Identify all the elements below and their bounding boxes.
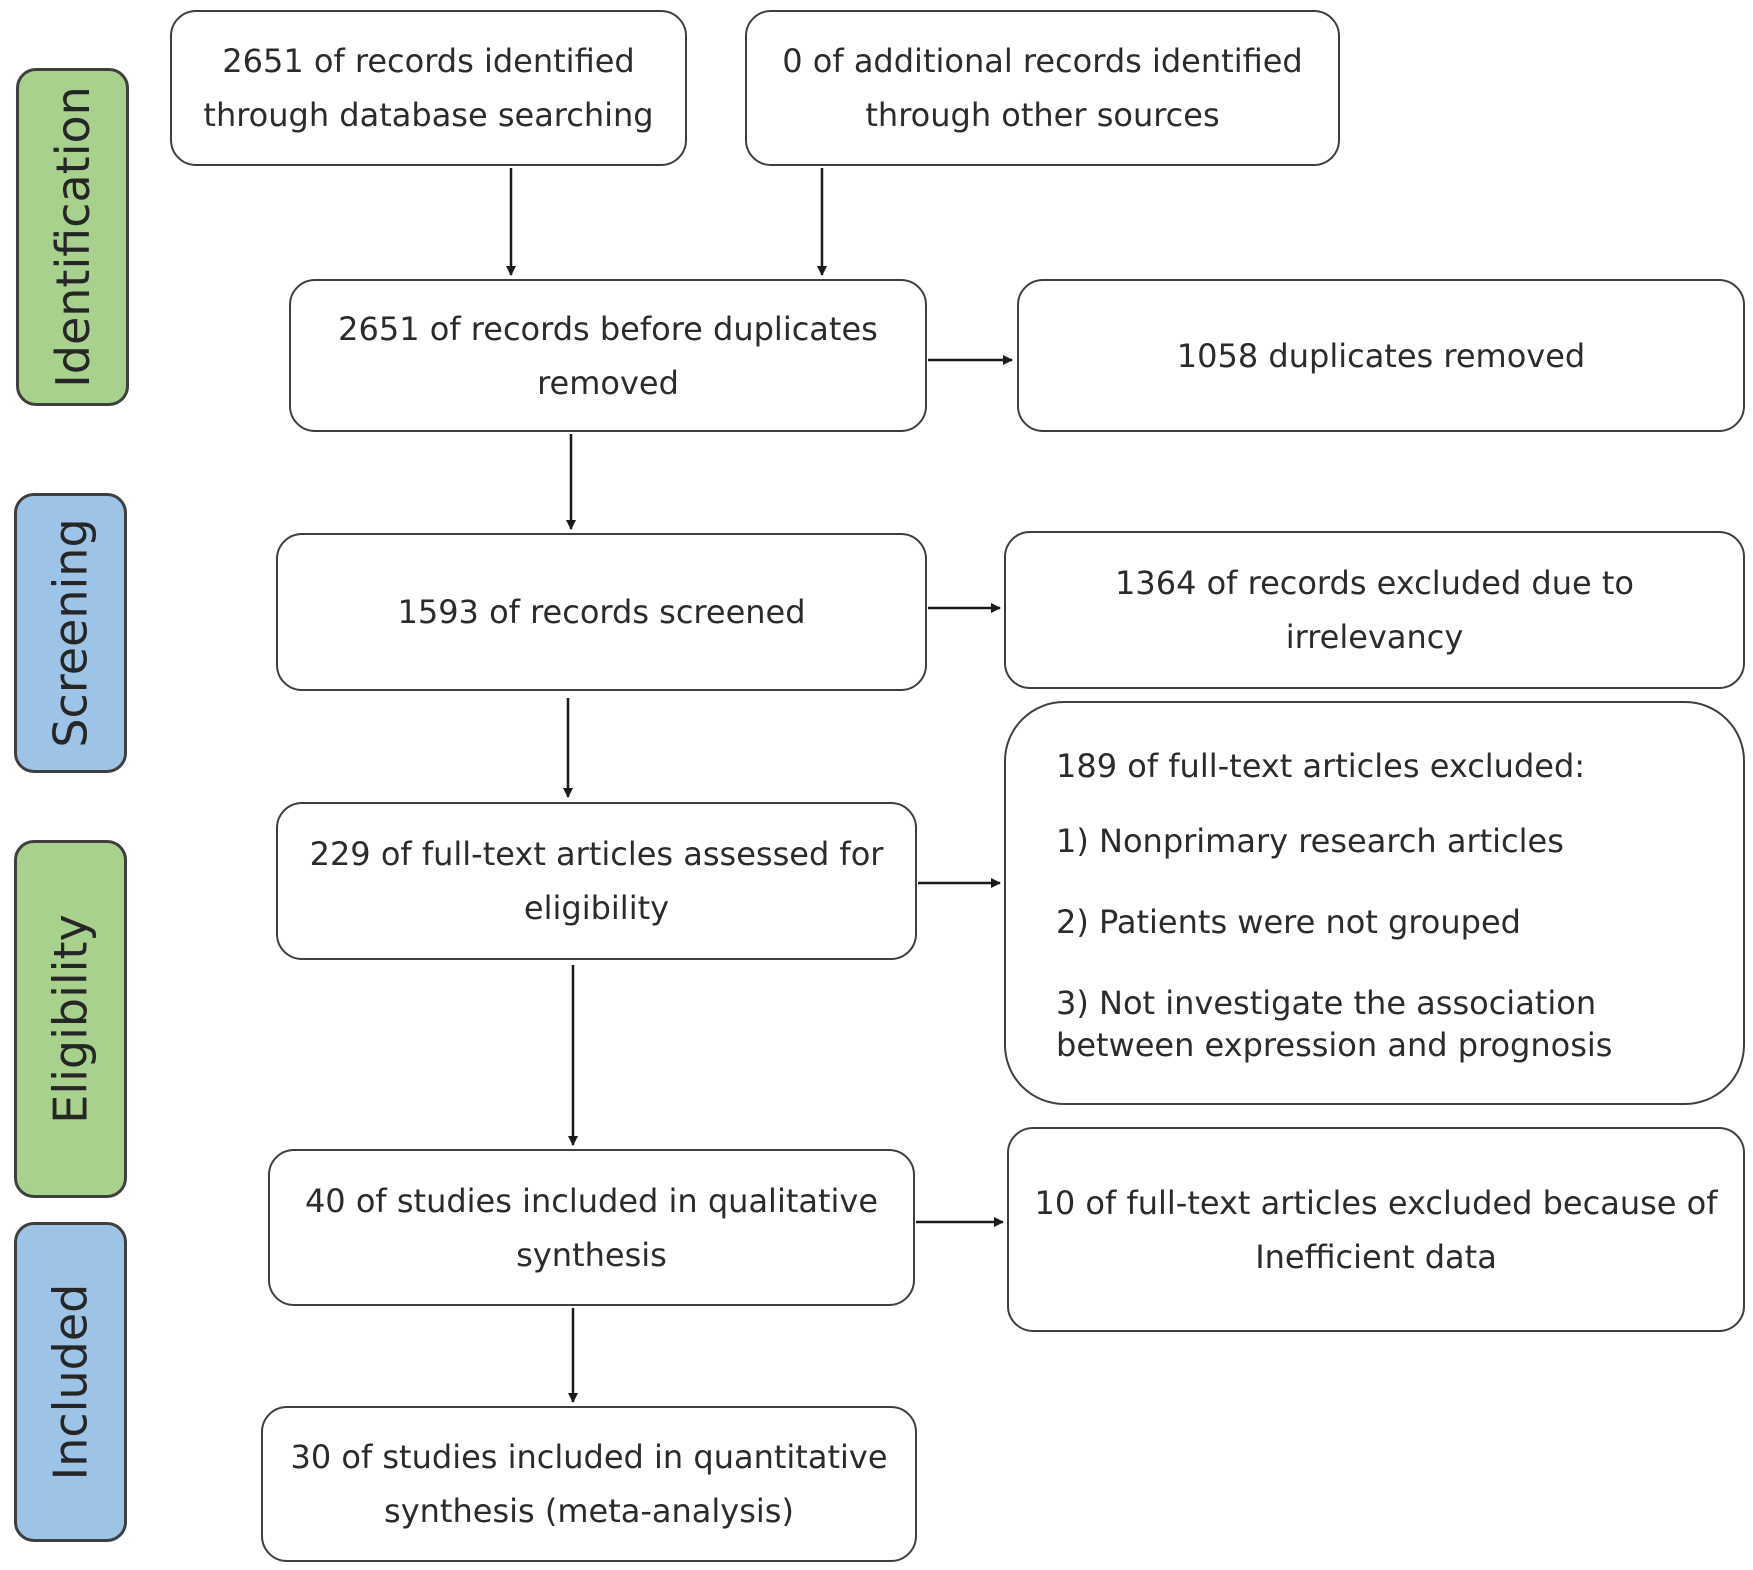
exclusion-reasons: 189 of full-text articles excluded: 1) N…: [1056, 739, 1612, 1066]
box-qualitative-synthesis: 40 of studies included in qualitative sy…: [268, 1149, 915, 1306]
box-before-duplicates: 2651 of records before duplicates remove…: [289, 279, 927, 432]
box-other-sources: 0 of additional records identified throu…: [745, 10, 1340, 166]
box-records-screened: 1593 of records screened: [276, 533, 927, 691]
box-excluded-irrelevancy: 1364 of records excluded due to irreleva…: [1004, 531, 1745, 689]
phase-screening: Screening: [14, 493, 127, 773]
exclusion-title: 189 of full-text articles excluded:: [1056, 747, 1586, 785]
box-full-text-assessed: 229 of full-text articles assessed for e…: [276, 802, 917, 960]
box-full-text-excluded: 189 of full-text articles excluded: 1) N…: [1004, 701, 1745, 1105]
exclusion-reason-3: 3) Not investigate the association betwe…: [1056, 984, 1613, 1064]
box-before-duplicates-text: 2651 of records before duplicates remove…: [338, 309, 878, 402]
exclusion-reason-2: 2) Patients were not grouped: [1056, 903, 1521, 941]
box-database-search: 2651 of records identified through datab…: [170, 10, 687, 166]
box-excluded-inefficient-text: 10 of full-text articles excluded becaus…: [1034, 1183, 1718, 1276]
box-database-search-text: 2651 of records identified through datab…: [203, 42, 654, 134]
box-records-screened-text: 1593 of records screened: [397, 593, 806, 631]
box-full-text-assessed-text: 229 of full-text articles assessed for e…: [309, 835, 884, 927]
box-excluded-inefficient: 10 of full-text articles excluded becaus…: [1007, 1127, 1745, 1332]
box-other-sources-text: 0 of additional records identified throu…: [782, 42, 1303, 134]
phase-eligibility: Eligibility: [14, 840, 127, 1198]
box-quantitative-synthesis: 30 of studies included in quantitative s…: [261, 1406, 917, 1562]
box-quantitative-synthesis-text: 30 of studies included in quantitative s…: [290, 1438, 888, 1530]
box-duplicates-removed: 1058 duplicates removed: [1017, 279, 1745, 432]
box-qualitative-synthesis-text: 40 of studies included in qualitative sy…: [304, 1181, 879, 1274]
phase-identification: Identification: [16, 68, 129, 406]
phase-included: Included: [14, 1222, 127, 1542]
box-excluded-irrelevancy-text: 1364 of records excluded due to irreleva…: [1114, 564, 1634, 656]
box-duplicates-removed-text: 1058 duplicates removed: [1176, 336, 1586, 375]
exclusion-reason-1: 1) Nonprimary research articles: [1056, 822, 1564, 860]
